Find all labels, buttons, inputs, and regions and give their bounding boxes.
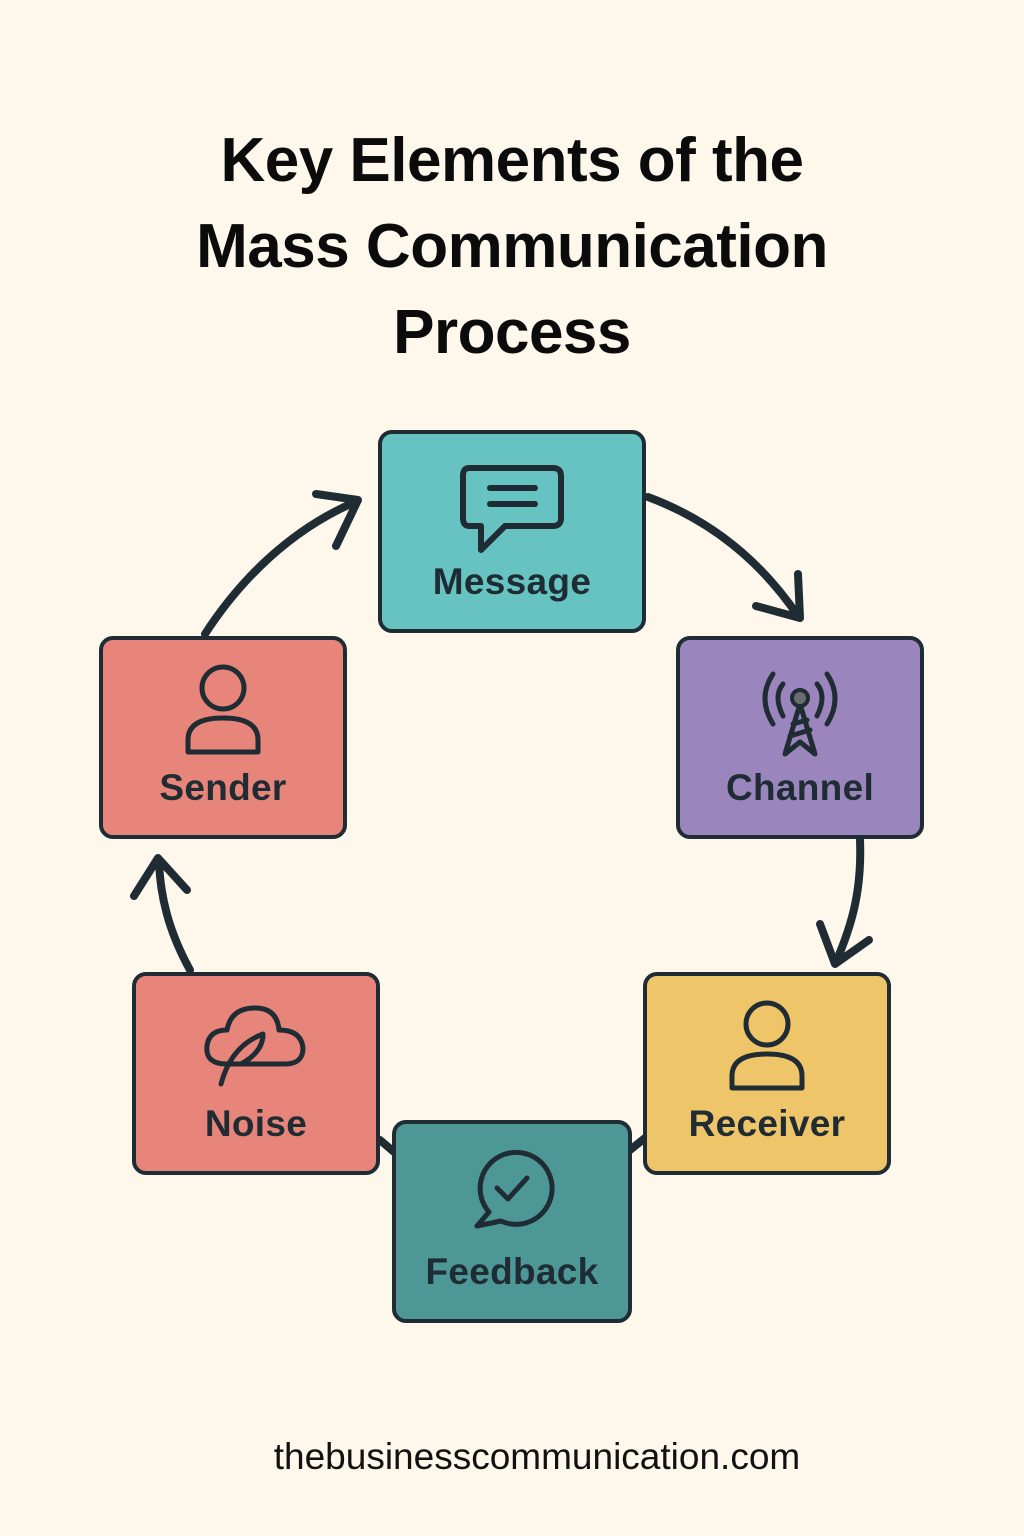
edge-feedback-noise [376,1136,398,1156]
node-message: Message [378,430,646,633]
page-title: Key Elements of the Mass Communication P… [0,118,1024,376]
arrowhead-message-channel [752,570,804,622]
node-label: Receiver [688,1103,846,1144]
node-channel: Channel [676,636,924,839]
broadcast-tower-icon [762,671,838,757]
check-speech-bubble-icon [474,1149,555,1229]
edge-receiver-feedback [626,1134,649,1154]
node-label: Sender [159,767,287,808]
footer-website: thebusinesscommunication.com [273,1436,801,1477]
title-line-2: Mass Communication [196,212,828,281]
node-label: Channel [725,767,875,808]
arrowhead-sender-message [312,490,362,550]
edge-message-channel [644,493,802,620]
node-feedback: Feedback [392,1120,632,1323]
title-line-1: Key Elements of the [220,126,804,195]
arrowhead-channel-receiver [816,920,873,968]
speech-bubble-icon [460,465,564,553]
edge-sender-message [201,498,359,638]
edge-channel-receiver [832,836,865,966]
title-line-3: Process [393,298,631,367]
node-receiver: Receiver [643,972,891,1175]
node-label: Feedback [425,1251,599,1292]
person-icon [185,664,261,755]
arrowhead-noise-sender [130,854,191,900]
edge-noise-sender [155,856,194,974]
node-label: Noise [204,1103,308,1144]
person-icon [729,1000,805,1091]
node-sender: Sender [99,636,347,839]
node-noise: Noise [132,972,380,1175]
cloud-feather-icon [204,1005,306,1087]
node-label: Message [432,561,592,602]
